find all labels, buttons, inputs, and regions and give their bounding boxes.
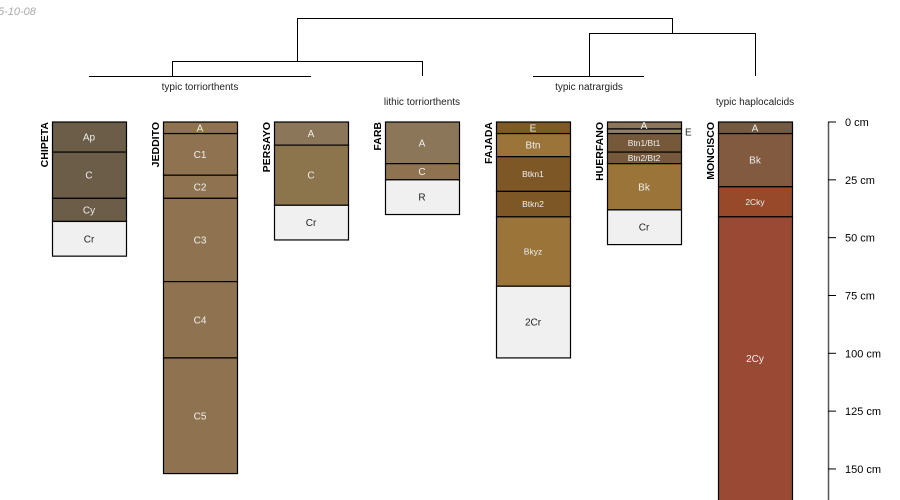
horizon: [273, 204, 350, 241]
axis-tick-label: 50 cm: [845, 233, 875, 245]
horizon-label: C: [418, 167, 425, 178]
horizon-label: A: [197, 123, 204, 134]
axis-tick-label: 125 cm: [845, 406, 881, 418]
group-label: lithic torriorthents: [384, 97, 460, 108]
horizon: [495, 285, 572, 359]
horizon-label: Bk: [638, 182, 651, 193]
horizon: [384, 179, 461, 216]
horizon-label: Btn1/Bt1: [628, 138, 661, 148]
date-stamp: 5-10-08: [0, 6, 36, 18]
horizon: [273, 144, 350, 206]
depth-axis: 0 cm 25 cm 50 cm 75 cm 100 cm 125 cm 150 cm: [827, 117, 881, 500]
horizon-label: C5: [194, 411, 207, 422]
soil-profile: HUERFANO: [594, 121, 683, 246]
horizon-label: 2Cr: [525, 318, 542, 329]
horizon: [606, 163, 683, 211]
profile-name: HUERFANO: [594, 122, 606, 181]
horizon: [51, 121, 128, 153]
axis-tick-label: 25 cm: [845, 175, 875, 187]
horizon-label: Cr: [306, 218, 317, 229]
horizon-label: Btkn2: [522, 199, 544, 209]
horizon: [606, 209, 683, 246]
horizon-label: Cr: [84, 234, 95, 245]
horizon-label: 2Cy: [746, 354, 764, 365]
horizon: [495, 216, 572, 287]
horizon: [384, 121, 461, 165]
horizon-label: 2Cky: [745, 197, 765, 207]
horizon-label: C2: [194, 182, 207, 193]
profile-name: MONCISCO: [705, 122, 717, 180]
horizon: [162, 357, 239, 475]
horizon: [717, 216, 794, 500]
axis-tick-label: 100 cm: [845, 348, 881, 360]
soil-profile: CHIPETA: [39, 121, 128, 257]
horizon: [495, 156, 572, 192]
group-label: typic haplocalcids: [716, 97, 794, 108]
profile-name: CHIPETA: [39, 122, 51, 168]
horizon: [51, 220, 128, 257]
profile-name: JEDDITO: [150, 122, 162, 167]
horizon-label: C3: [194, 235, 207, 246]
group-label: typic natrargids: [555, 82, 623, 93]
profile-name: FAJADA: [483, 122, 495, 164]
dendrogram-left-branch: [172, 61, 423, 76]
horizon-label: A: [419, 138, 426, 149]
horizon-label: E: [685, 127, 692, 138]
horizon-label: C1: [194, 150, 207, 161]
horizon-label: A: [752, 123, 759, 134]
soil-profile: MONCISCO: [705, 121, 794, 500]
profile-name: FARB: [372, 122, 384, 151]
profile-name: PERSAYO: [261, 122, 273, 172]
group-label: typic torriorthents: [162, 82, 239, 93]
horizon: [717, 132, 794, 188]
horizon-label: Ap: [83, 133, 96, 144]
dendrogram: [89, 18, 756, 77]
horizon-label: Btkn1: [522, 169, 544, 179]
horizon-label: Cr: [639, 223, 650, 234]
horizon-label: Bkyz: [524, 247, 542, 257]
horizon-label: A: [308, 129, 315, 140]
horizon: [495, 190, 572, 218]
horizon-label: Btn: [525, 141, 540, 152]
horizon: [162, 280, 239, 359]
soil-profile: FARB: [372, 121, 461, 216]
dendrogram-right-branch: [589, 33, 756, 76]
horizon-label: Bk: [749, 156, 762, 167]
horizon-label: E: [530, 123, 537, 134]
soil-profile: FAJADA: [483, 121, 572, 359]
horizon: [162, 197, 239, 283]
soil-profile: JEDDITO: [150, 121, 239, 475]
horizon-label: Btn2/Bt2: [628, 153, 661, 163]
horizon-label: C4: [194, 315, 207, 326]
axis-tick-label: 75 cm: [845, 290, 875, 302]
axis-tick-label: 150 cm: [845, 464, 881, 476]
axis-tick-label: 0 cm: [845, 117, 869, 129]
soil-profile: PERSAYO: [261, 121, 350, 241]
horizon-label: Cy: [83, 205, 95, 216]
horizon: [717, 186, 794, 218]
horizon-label: A: [641, 121, 648, 132]
horizon-label: C: [85, 171, 92, 182]
horizon-label: C: [307, 171, 314, 182]
horizon-label: R: [418, 193, 425, 204]
dendrogram-root: [297, 18, 673, 61]
